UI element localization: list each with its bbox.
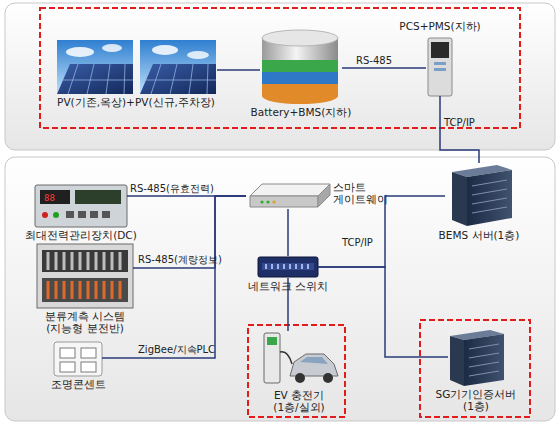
dashed-group [40, 8, 520, 128]
node-caption: 스마트 게이트웨이 [333, 181, 388, 205]
bottom-panel [5, 157, 555, 421]
connector-label: TCP/IP [444, 117, 475, 129]
connector-label: RS-485 [356, 55, 392, 67]
server-icon [452, 165, 512, 226]
sg-server: SG기기인증서버 (1층) [448, 328, 504, 386]
connector-line [440, 96, 479, 163]
distribution-panel: 분류계측 시스템 (지능형 분전반) [37, 244, 133, 308]
connector-line [342, 67, 426, 69]
dashed-group [248, 325, 345, 417]
demand-controller: 최대전력관리장치(DC) [35, 185, 127, 227]
smart-gateway: 스마트 게이트웨이 [246, 183, 330, 209]
connector-line [217, 69, 260, 71]
svg-text:88: 88 [44, 193, 55, 203]
node-caption: EV 충전기 (1층/실외) [263, 389, 335, 413]
node-caption: PCS+PMS(지하) [385, 20, 495, 32]
node-caption: 분류계측 시스템 (지능형 분전반) [38, 310, 133, 334]
battery: Battery+BMS(지하) [260, 30, 342, 104]
pcs-cabinet-icon [428, 38, 452, 96]
node-caption: Battery+BMS(지하) [236, 106, 366, 118]
node-caption: BEMS 서버(1층) [424, 229, 534, 241]
node-caption: 최대전력관리장치(DC) [16, 229, 146, 241]
node-caption: 조명콘센트 [38, 378, 118, 390]
battery-icon [262, 30, 338, 104]
distribution-panel-icon [37, 244, 133, 308]
connector-label: TCP/IP [342, 237, 373, 249]
pv-array: PV(기존,옥상)+PV(신규,주차장) [55, 38, 217, 94]
node-caption: SG기기인증서버 (1층) [434, 388, 518, 412]
light-outlet: 조명콘센트 [54, 342, 102, 376]
light-switch-icon [54, 342, 102, 376]
connector-line [133, 196, 246, 268]
gateway-icon [250, 184, 330, 207]
demand-controller-icon: 88 [35, 185, 127, 227]
connector-label: RS-485(계량정보) [138, 254, 222, 266]
connector-line [318, 267, 448, 357]
ev-charger-icon [264, 333, 338, 383]
pcs-unit: PCS+PMS(지하) [426, 36, 454, 96]
connector-line [287, 209, 289, 256]
dashed-group [420, 320, 530, 417]
connector-label: ZigBee/지속PLC [138, 344, 215, 356]
node-caption: PV(기존,옥상)+PV(신규,주차장) [21, 96, 251, 108]
network-switch-icon [258, 257, 318, 277]
server-icon [450, 330, 504, 386]
node-caption: 네트워크 스위치 [243, 280, 333, 292]
connector-line [318, 196, 445, 267]
pv-panel-icon [57, 40, 216, 94]
network-switch: 네트워크 스위치 [258, 256, 318, 278]
ev-charger: EV 충전기 (1층/실외) [260, 331, 338, 387]
top-panel [5, 3, 555, 150]
connector-label: RS-485(유효전력) [130, 183, 214, 195]
bems-server: BEMS 서버(1층) [445, 163, 513, 227]
